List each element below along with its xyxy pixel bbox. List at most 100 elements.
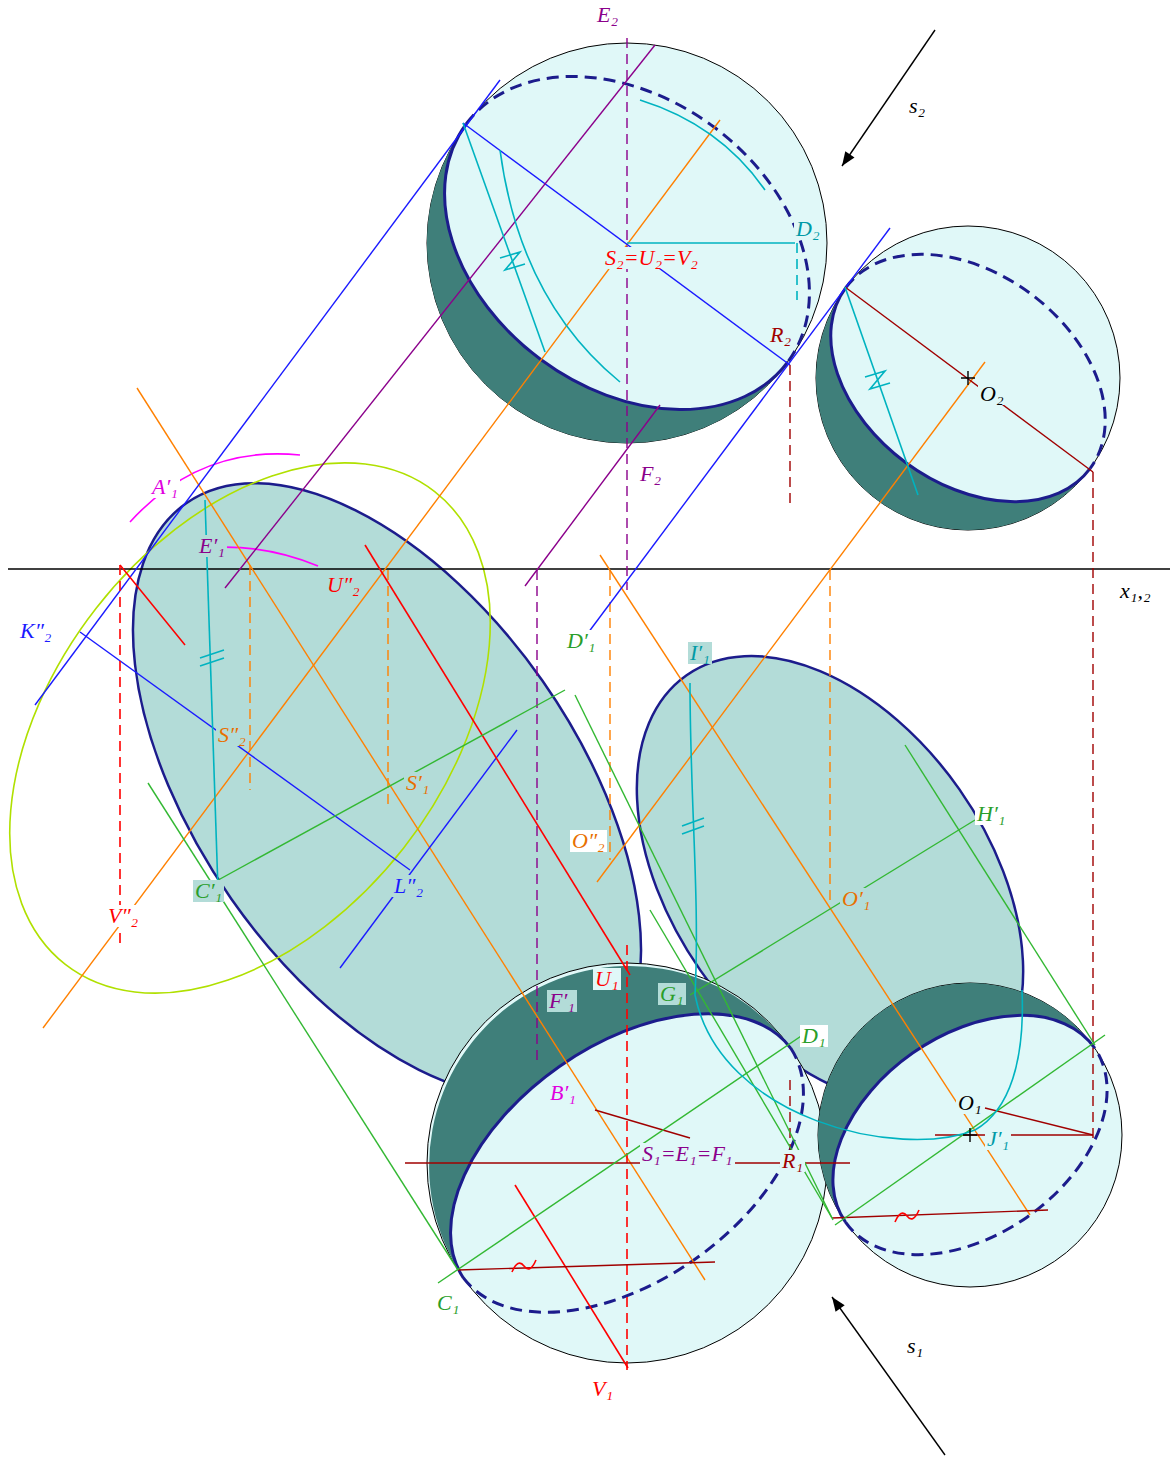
point-label: H′₁ — [975, 803, 1007, 825]
construction-line — [120, 565, 185, 645]
equal-mark — [512, 1260, 536, 1272]
equal-mark — [895, 1210, 919, 1222]
centre-cross — [963, 1128, 977, 1142]
construction-line — [525, 405, 660, 586]
construction-line — [35, 80, 500, 705]
sphere-front-view — [846, 1048, 1108, 1255]
construction-line — [200, 690, 565, 890]
point-label: L″₂ — [392, 875, 425, 897]
equal-mark — [500, 252, 525, 270]
sphere-top-view — [427, 124, 788, 443]
construction-line — [626, 38, 627, 590]
construction-line — [789, 365, 790, 505]
construction-line — [536, 570, 537, 1060]
sphere-top-view — [816, 226, 1120, 530]
construction-line — [225, 45, 655, 588]
construction-line — [595, 1110, 690, 1138]
sphere-front-view — [451, 1014, 791, 1278]
projection-axis — [8, 568, 1170, 570]
construction-line — [789, 1080, 790, 1150]
construction-line — [119, 565, 121, 945]
construction-line — [626, 945, 628, 1370]
construction-line — [205, 500, 218, 890]
construction-line — [600, 555, 1030, 1215]
point-label: x₁,₂ — [1118, 580, 1153, 602]
point-label: D₂ — [794, 218, 822, 240]
point-label: V₁ — [590, 1378, 615, 1400]
equal-mark — [865, 371, 890, 389]
point-label: s₂ — [907, 95, 927, 117]
construction-line — [137, 388, 705, 1280]
centre-cross — [961, 371, 975, 385]
equal-mark — [200, 650, 224, 666]
point-label: B′₁ — [548, 1082, 578, 1104]
point-label: F₂ — [638, 463, 663, 485]
point-label: U″₂ — [325, 574, 362, 596]
point-label: O′₁ — [840, 888, 872, 910]
construction-line — [500, 150, 620, 382]
sphere-front-view — [833, 1015, 1095, 1222]
direction-arrow — [832, 1297, 945, 1455]
construction-line — [597, 362, 985, 882]
construction-line — [845, 287, 918, 495]
point-label: O₂ — [978, 383, 1006, 405]
construction-line — [340, 730, 517, 968]
construction-line — [650, 910, 832, 1218]
construction-line — [438, 1030, 810, 1283]
sphere-top-view — [846, 254, 1105, 468]
point-label: S₂=U₂=V₂ — [603, 247, 700, 269]
point-label: I′₁ — [688, 642, 712, 664]
sphere-front-view — [429, 966, 791, 1278]
point-label: R₁ — [780, 1150, 805, 1172]
point-label: C′₁ — [193, 880, 224, 902]
point-label: S₁=E₁=F₁ — [640, 1143, 735, 1165]
point-label: J′₁ — [985, 1128, 1011, 1150]
point-label: A′₁ — [150, 476, 180, 498]
construction-line — [835, 1035, 1105, 1225]
sphere-top-view — [427, 43, 1120, 530]
point-label: E′₁ — [197, 535, 227, 557]
point-label: D′₁ — [565, 630, 597, 652]
direction-arrow — [832, 30, 945, 1455]
sphere-top-view — [816, 288, 1090, 530]
construction-line — [690, 820, 975, 995]
construction-line — [796, 243, 798, 300]
point-label: F′₁ — [547, 990, 577, 1012]
construction-line — [35, 38, 1105, 1370]
construction-line — [627, 242, 795, 244]
sphere-front-view — [818, 983, 1094, 1222]
construction-line — [575, 695, 833, 1220]
construction-line — [387, 570, 388, 810]
point-label: C₁ — [435, 1292, 461, 1314]
point-label: R₂ — [768, 324, 793, 346]
construction-line — [43, 120, 720, 1028]
point-label: D₁ — [800, 1025, 828, 1047]
point-label: S′₁ — [404, 772, 431, 794]
construction-line — [609, 570, 610, 860]
construction-line — [829, 570, 830, 905]
construction-line — [148, 783, 458, 1270]
construction-line — [585, 228, 890, 637]
direction-arrow — [842, 30, 935, 166]
construction-line — [845, 287, 1093, 472]
construction-line — [832, 1210, 1048, 1218]
construction-line — [463, 123, 545, 352]
construction-curve — [0, 372, 588, 1085]
point-label: O″₂ — [570, 830, 607, 852]
point-label: E₂ — [595, 4, 620, 26]
point-label: V″₂ — [106, 905, 140, 927]
point-label: U₁ — [593, 968, 621, 990]
equal-mark — [682, 818, 704, 834]
construction-line — [458, 1262, 715, 1270]
construction-line — [690, 683, 1022, 1140]
centre-cross — [961, 371, 977, 1142]
construction-line — [365, 545, 630, 975]
construction-line — [80, 632, 410, 870]
construction-line — [249, 565, 250, 790]
construction-line — [905, 745, 1095, 1045]
sphere-front-view — [463, 1048, 803, 1312]
construction-line — [640, 100, 765, 190]
